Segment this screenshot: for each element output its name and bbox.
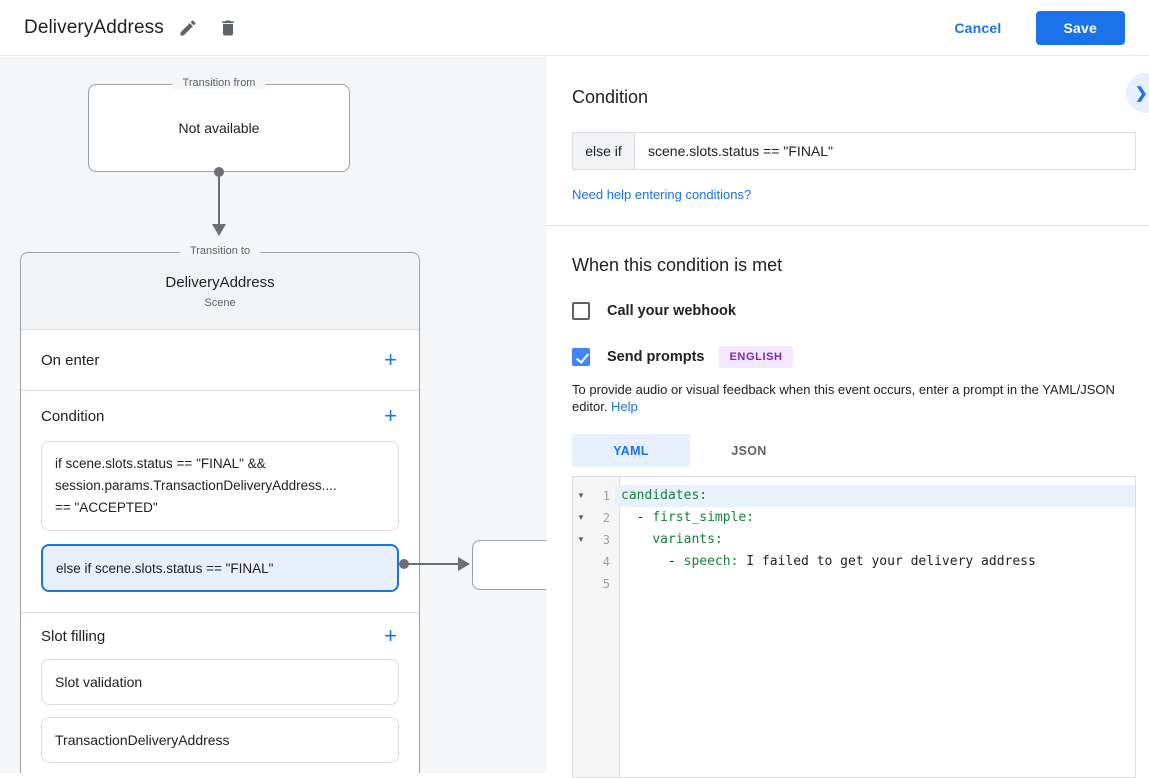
- collapse-panel-button[interactable]: ❯: [1126, 73, 1149, 113]
- send-prompts-checkbox[interactable]: [572, 348, 590, 366]
- transition-from-node: Transition from Not available: [88, 77, 350, 172]
- condition-section: Condition + if scene.slots.status == "FI…: [21, 391, 419, 613]
- editor-format-tabs: YAML JSON: [572, 434, 1149, 467]
- condition-prefix-label: else if: [573, 133, 635, 169]
- fold-toggle-icon[interactable]: ▼: [577, 491, 585, 500]
- editor-line: ▼ 3 variants:: [573, 529, 1135, 551]
- panel-title: Condition: [572, 87, 649, 107]
- delete-scene-button[interactable]: [212, 12, 244, 44]
- edit-title-button[interactable]: [172, 12, 204, 44]
- connector-line: [406, 563, 460, 565]
- code-line[interactable]: [615, 573, 1135, 595]
- condition-edit-panel: ❯ Condition else if scene.slots.status =…: [546, 57, 1149, 778]
- chevron-right-icon: ❯: [1135, 85, 1148, 102]
- scene-diagram-canvas: Transition from Not available Transition…: [0, 57, 546, 773]
- condition-expression-input[interactable]: scene.slots.status == "FINAL": [648, 143, 834, 159]
- transition-to-card: Transition to DeliveryAddress Scene On e…: [20, 245, 420, 773]
- send-prompts-row: Send prompts ENGLISH: [572, 346, 1149, 368]
- line-number: 4: [602, 555, 610, 569]
- code-line[interactable]: candidates:: [615, 485, 1135, 507]
- add-slot-button[interactable]: +: [384, 623, 397, 648]
- fold-toggle-icon[interactable]: ▼: [577, 535, 585, 544]
- call-webhook-checkbox[interactable]: [572, 302, 590, 320]
- page-title: DeliveryAddress: [24, 16, 164, 38]
- add-condition-button[interactable]: +: [384, 403, 397, 428]
- slot-item-transaction-delivery-address[interactable]: TransactionDeliveryAddress: [41, 717, 399, 763]
- section-divider: [546, 225, 1149, 226]
- transition-to-label: Transition to: [179, 245, 261, 257]
- line-number: 1: [602, 489, 610, 503]
- fold-toggle-icon[interactable]: ▼: [577, 513, 585, 522]
- slot-item-validation[interactable]: Slot validation: [41, 659, 399, 705]
- editor-gutter: [573, 477, 620, 777]
- connector-dot: [399, 559, 409, 569]
- condition-item-if[interactable]: if scene.slots.status == "FINAL" && sess…: [41, 441, 399, 531]
- top-bar: DeliveryAddress Cancel Save: [0, 0, 1149, 56]
- slot-filling-label: Slot filling: [41, 627, 106, 645]
- code-line[interactable]: - speech: I failed to get your delivery …: [621, 554, 1036, 569]
- scene-type-label: Scene: [204, 296, 236, 309]
- editor-line: ▼ 2 - first_simple:: [573, 507, 1135, 529]
- line-number: 3: [602, 533, 610, 547]
- code-line[interactable]: - first_simple:: [621, 510, 755, 525]
- editor-line: 4 - speech: I failed to get your deliver…: [573, 551, 1135, 573]
- tab-json[interactable]: JSON: [731, 443, 767, 458]
- pencil-icon: [180, 19, 196, 35]
- when-condition-met-heading: When this condition is met: [572, 255, 783, 275]
- line-number: 2: [602, 511, 610, 525]
- transition-from-content: Not available: [178, 120, 260, 136]
- trash-icon: [221, 20, 234, 35]
- slot-filling-section: Slot filling + Slot validation Transacti…: [21, 613, 419, 763]
- transition-target-node[interactable]: [472, 540, 546, 590]
- call-webhook-label: Call your webhook: [607, 303, 736, 319]
- on-enter-label: On enter: [41, 351, 100, 369]
- condition-expression-field: else if scene.slots.status == "FINAL": [572, 132, 1136, 170]
- condition-section-label: Condition: [41, 407, 105, 425]
- arrow-down-icon: [212, 224, 226, 236]
- tab-yaml[interactable]: YAML: [572, 434, 690, 467]
- connector-line: [218, 172, 220, 224]
- arrow-right-icon: [458, 557, 470, 571]
- cancel-button[interactable]: Cancel: [938, 12, 1017, 44]
- conditions-help-link[interactable]: Need help entering conditions?: [572, 187, 752, 202]
- language-badge: ENGLISH: [719, 346, 793, 368]
- editor-line: 5: [573, 573, 1135, 595]
- editor-hint-text: To provide audio or visual feedback when…: [572, 382, 1115, 414]
- send-prompts-label: Send prompts: [607, 349, 705, 365]
- editor-line: ▼ 1 candidates:: [573, 485, 1135, 507]
- line-number: 5: [602, 577, 610, 591]
- on-enter-section: On enter +: [21, 330, 419, 391]
- add-on-enter-button[interactable]: +: [384, 347, 397, 372]
- transition-from-label: Transition from: [172, 77, 266, 89]
- yaml-code-editor[interactable]: ▼ 1 candidates: ▼ 2 - first_simple: ▼ 3 …: [572, 476, 1136, 778]
- scene-name: DeliveryAddress: [165, 273, 275, 291]
- condition-item-elseif-selected[interactable]: else if scene.slots.status == "FINAL": [41, 544, 399, 592]
- code-line[interactable]: variants:: [652, 532, 723, 547]
- save-button[interactable]: Save: [1035, 10, 1125, 45]
- hint-help-link[interactable]: Help: [611, 399, 638, 414]
- webhook-row: Call your webhook: [572, 302, 1149, 320]
- scene-card-header: DeliveryAddress Scene: [21, 253, 419, 330]
